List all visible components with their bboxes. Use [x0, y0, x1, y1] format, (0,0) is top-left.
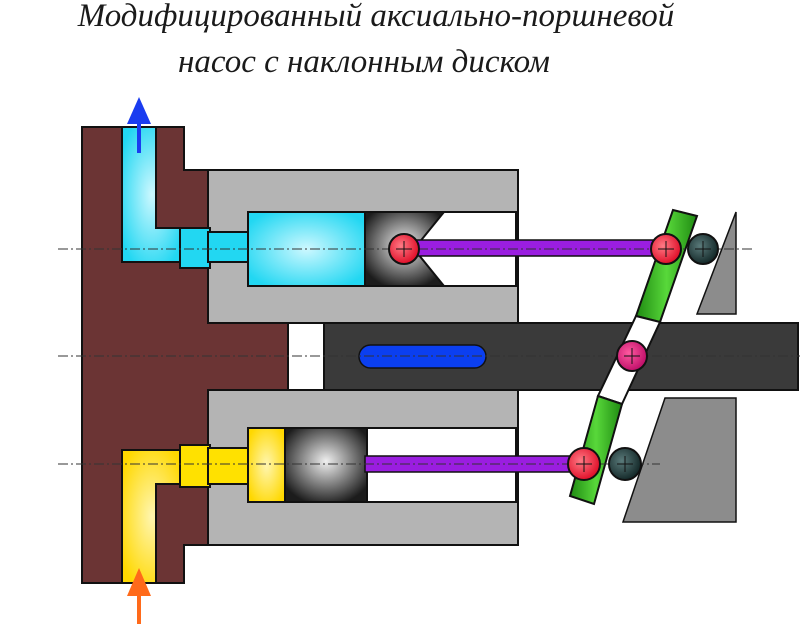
title-line-1: Модифицированный аксиально-поршневой — [77, 0, 675, 34]
lower-wedge — [621, 397, 737, 523]
lower-suction-chamber — [247, 427, 286, 503]
inlet-port-neck — [179, 444, 211, 488]
swash-plate-upper — [634, 208, 699, 324]
inlet-port-tube — [207, 447, 251, 485]
lower-roller — [608, 447, 642, 481]
shaft-center-joint — [616, 340, 648, 372]
lower-rod-joint — [567, 447, 601, 481]
outlet-port-neck — [179, 227, 211, 269]
lower-piston — [284, 427, 368, 503]
upper-piston-joint — [388, 233, 420, 265]
title-line-2: насос с наклонным диском — [178, 44, 550, 80]
upper-wedge — [695, 211, 737, 315]
arrow-up-icon — [127, 568, 151, 624]
arrow-up-icon — [127, 97, 151, 153]
upper-piston-rod — [403, 239, 669, 257]
upper-rod-joint — [650, 233, 682, 265]
outlet-port-tube — [207, 231, 251, 263]
upper-roller — [687, 233, 719, 265]
